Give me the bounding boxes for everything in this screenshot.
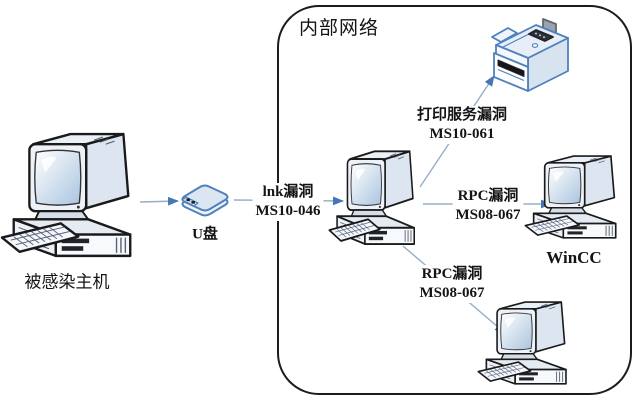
edge-print-vuln-name: 打印服务漏洞	[416, 107, 508, 123]
edge-rpc-wincc-vuln-name: RPC漏洞	[457, 188, 519, 204]
edge-label-rpc-vuln-field: RPC漏洞 MS08-067	[416, 265, 488, 303]
edge-label-print-service-vuln: 打印服务漏洞 MS10-061	[413, 106, 511, 144]
field-host-computer-icon	[477, 301, 567, 385]
edge-label-rpc-vuln-wincc: RPC漏洞 MS08-067	[452, 187, 524, 225]
edge-lnk-advisory: MS10-046	[255, 203, 321, 219]
internal-host-computer-icon	[328, 150, 416, 245]
edge-rpc-wincc-advisory: MS08-067	[455, 207, 521, 223]
wincc-host-computer-icon	[524, 155, 617, 239]
edge-label-lnk-vuln: lnk漏洞 MS10-046	[252, 183, 324, 221]
usb-drive-label: U盘	[192, 226, 218, 243]
infected-host-label: 被感染主机	[24, 272, 110, 292]
printer-icon	[491, 18, 569, 92]
usb-drive-icon	[181, 184, 229, 217]
edge-print-advisory: MS10-061	[429, 126, 495, 142]
arrow-infected-to-usb	[139, 196, 179, 206]
edge-rpc-field-advisory: MS08-067	[419, 285, 485, 301]
infected-host-computer-icon	[0, 132, 132, 258]
edge-lnk-vuln-name: lnk漏洞	[262, 184, 314, 200]
edge-rpc-field-vuln-name: RPC漏洞	[421, 266, 483, 282]
internal-network-title: 内部网络	[299, 18, 380, 39]
wincc-host-label: WinCC	[546, 248, 602, 267]
